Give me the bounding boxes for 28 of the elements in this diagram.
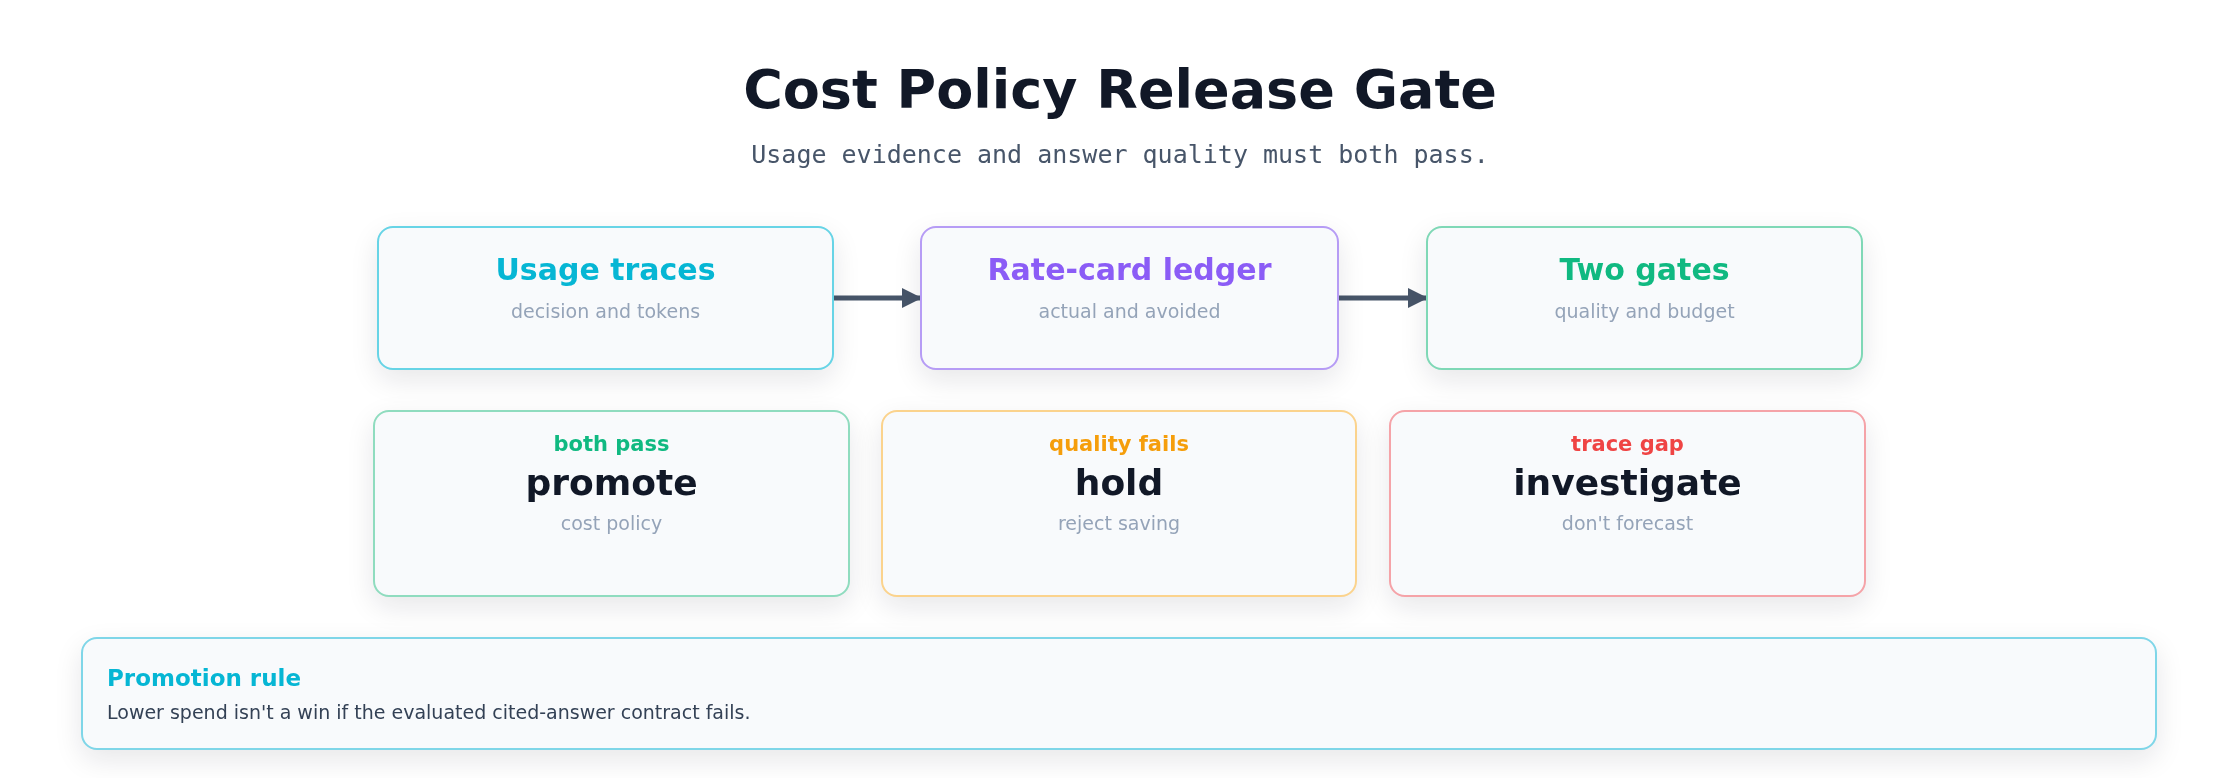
condition-label: trace gap xyxy=(1570,432,1685,456)
box-heading: Two gates xyxy=(1558,252,1731,287)
box-subtitle: decision and tokens xyxy=(509,300,702,322)
note-panel xyxy=(81,637,2157,750)
box-heading: Usage traces xyxy=(494,252,717,287)
outcome-card xyxy=(1389,410,1866,597)
outcome-detail: cost policy xyxy=(559,512,664,534)
arrow xyxy=(834,288,922,308)
outcome-label: investigate xyxy=(1512,462,1743,503)
condition-label: quality fails xyxy=(1048,432,1190,456)
arrow xyxy=(1339,288,1428,308)
outcome-card xyxy=(373,410,850,597)
condition-label: both pass xyxy=(552,432,671,456)
box-subtitle: actual and avoided xyxy=(1037,300,1222,322)
outcome-label: hold xyxy=(1073,462,1165,503)
diagram-title: Cost Policy Release Gate xyxy=(742,58,1498,121)
stage-box xyxy=(920,226,1339,370)
stage-box xyxy=(1426,226,1863,370)
outcome-detail: don't forecast xyxy=(1560,512,1695,534)
diagram-subtitle: Usage evidence and answer quality must both pass. xyxy=(750,140,1490,169)
outcome-card xyxy=(881,410,1357,597)
note-text: Lower spend isn't a win if the evaluated cited-answer contract fails. xyxy=(107,701,752,723)
outcome-label: promote xyxy=(524,462,699,503)
note-heading: Promotion rule xyxy=(107,665,303,691)
box-subtitle: quality and budget xyxy=(1553,300,1736,322)
box-heading: Rate-card ledger xyxy=(986,252,1273,287)
outcome-detail: reject saving xyxy=(1056,512,1182,534)
stage-box xyxy=(377,226,834,370)
